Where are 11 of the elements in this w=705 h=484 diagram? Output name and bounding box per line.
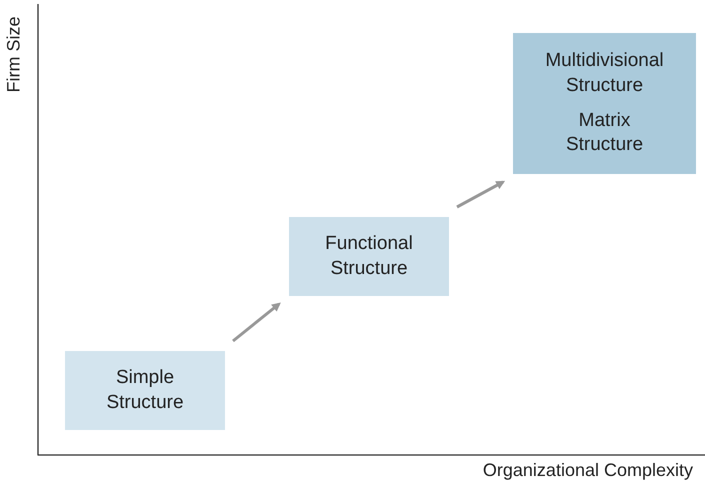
box-label: Multidivisional Structure [544,49,665,98]
structure-box [289,217,449,296]
box-label: Functional Structure [324,232,414,280]
arrow [232,302,281,342]
structure-box [513,33,696,174]
axis-label: Firm Size [4,16,24,94]
box-label: Simple Structure [105,366,185,414]
arrow [456,180,506,208]
structure-box [65,351,225,430]
box-label: Matrix Structure [564,108,644,158]
axis-label: Organizational Complexity [482,460,693,481]
